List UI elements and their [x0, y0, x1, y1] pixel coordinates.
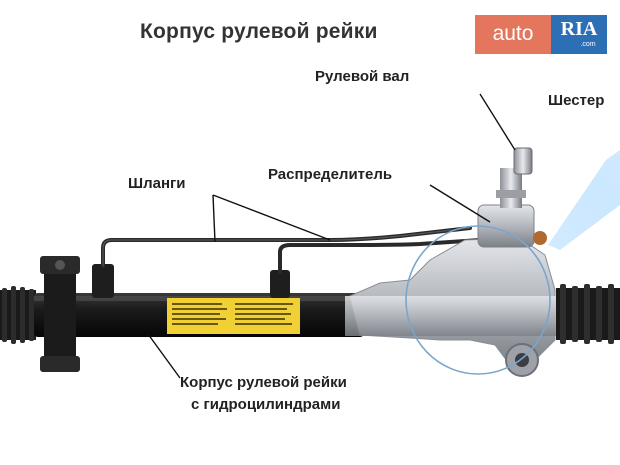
hose-fitting-left: [92, 264, 114, 298]
logo-domain-text: .com: [580, 41, 596, 48]
valve-housing: [345, 237, 557, 377]
label-gear: Шестер: [548, 92, 605, 109]
label-steering-shaft: Рулевой вал: [315, 68, 410, 85]
right-boot: [556, 284, 620, 344]
label-hoses: Шланги: [128, 175, 186, 192]
hydraulic-hoses: [101, 226, 482, 274]
logo-auto-text: auto: [475, 15, 551, 54]
logo-ria-text: RIA: [560, 18, 598, 40]
logo-ria-block: RIA .com: [551, 15, 607, 54]
zoom-beam: [548, 150, 620, 250]
label-distributor: Распределитель: [268, 166, 393, 183]
left-boot: [0, 286, 36, 344]
leader-lines: [147, 93, 516, 379]
distributor-highlight-circle: [405, 225, 551, 375]
warning-sticker: [167, 298, 300, 334]
label-rack-body-line1: Корпус рулевой рейки: [180, 374, 347, 391]
left-mount-bracket: [40, 256, 80, 372]
autoria-logo: auto RIA .com: [475, 15, 607, 54]
hose-fitting-right: [270, 270, 290, 298]
steering-shaft-assembly: [477, 147, 547, 248]
diagram-title: Корпус рулевой рейки: [140, 20, 378, 43]
label-rack-body-line2: с гидроцилиндрами: [191, 396, 341, 413]
label-rack-body: Корпус рулевой рейки с гидроцилиндрами: [180, 372, 347, 416]
